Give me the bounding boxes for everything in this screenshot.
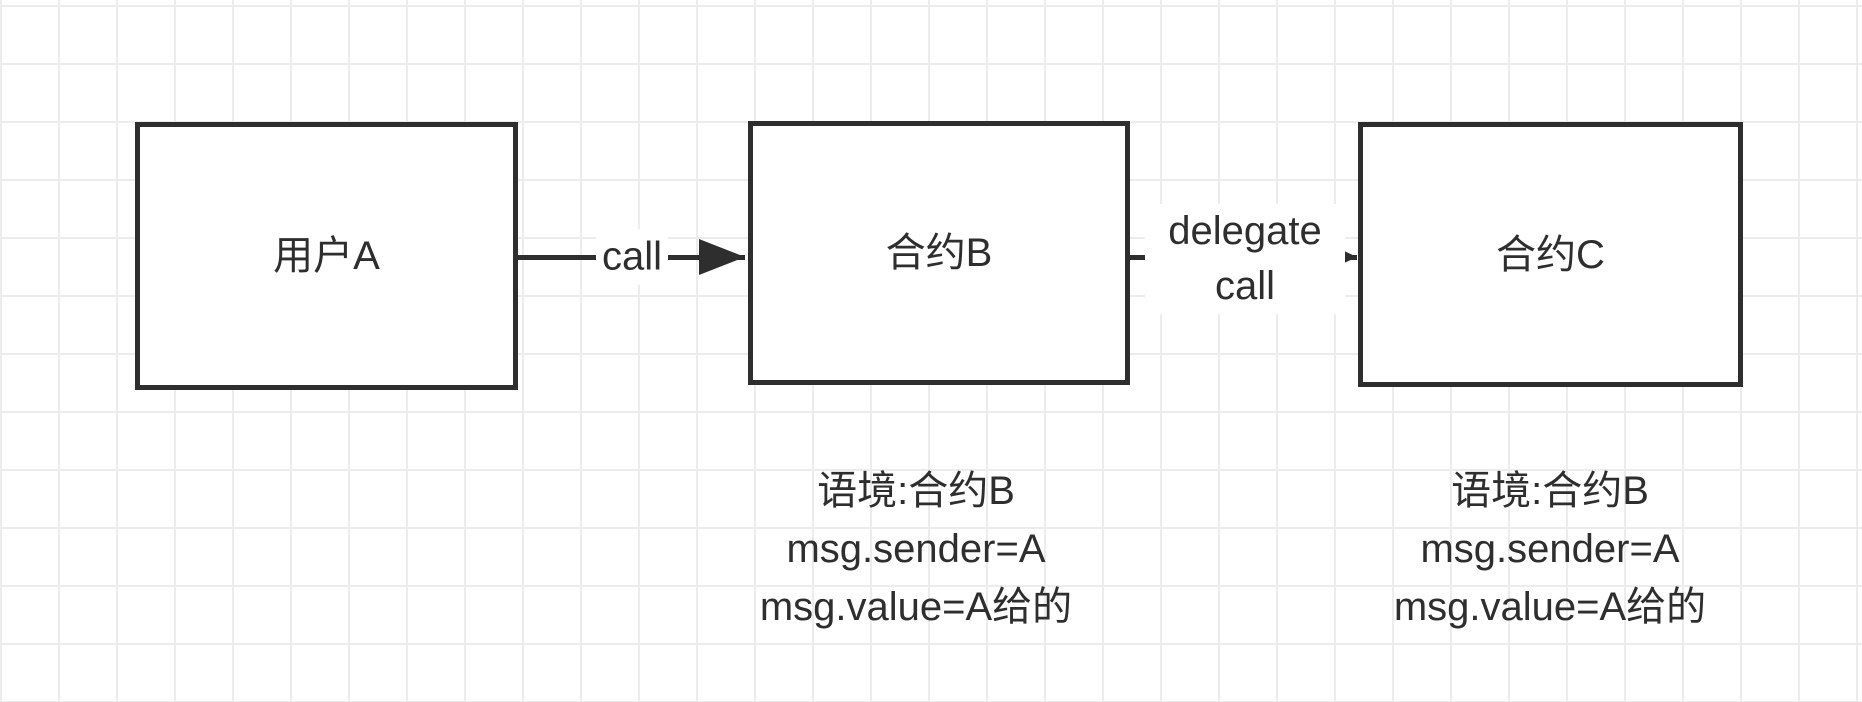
note-line: 语境:合约B bbox=[817, 469, 1015, 513]
note-line: msg.value=A给的 bbox=[759, 585, 1073, 629]
arrow-right-icon bbox=[699, 239, 745, 275]
note-line: 语境:合约B bbox=[1451, 469, 1649, 513]
context-note-contract-b: 语境:合约B msg.sender=A msg.value=A给的 bbox=[760, 462, 1072, 636]
node-contract-c-label: 合约C bbox=[1496, 232, 1605, 277]
note-line: msg.sender=A bbox=[1420, 527, 1680, 571]
context-note-contract-c: 语境:合约B msg.sender=A msg.value=A给的 bbox=[1394, 462, 1706, 636]
node-user-a: 用户A bbox=[135, 122, 518, 390]
node-user-a-label: 用户A bbox=[273, 234, 380, 278]
delegatecall-edge-label: delegate call bbox=[1145, 204, 1345, 314]
note-line: msg.value=A给的 bbox=[1393, 585, 1707, 629]
node-contract-c: 合约C bbox=[1358, 122, 1743, 387]
note-line: msg.sender=A bbox=[786, 527, 1046, 571]
node-contract-b-label: 合约B bbox=[885, 231, 993, 275]
call-edge-label: call bbox=[595, 229, 669, 285]
node-contract-b: 合约B bbox=[748, 121, 1130, 385]
